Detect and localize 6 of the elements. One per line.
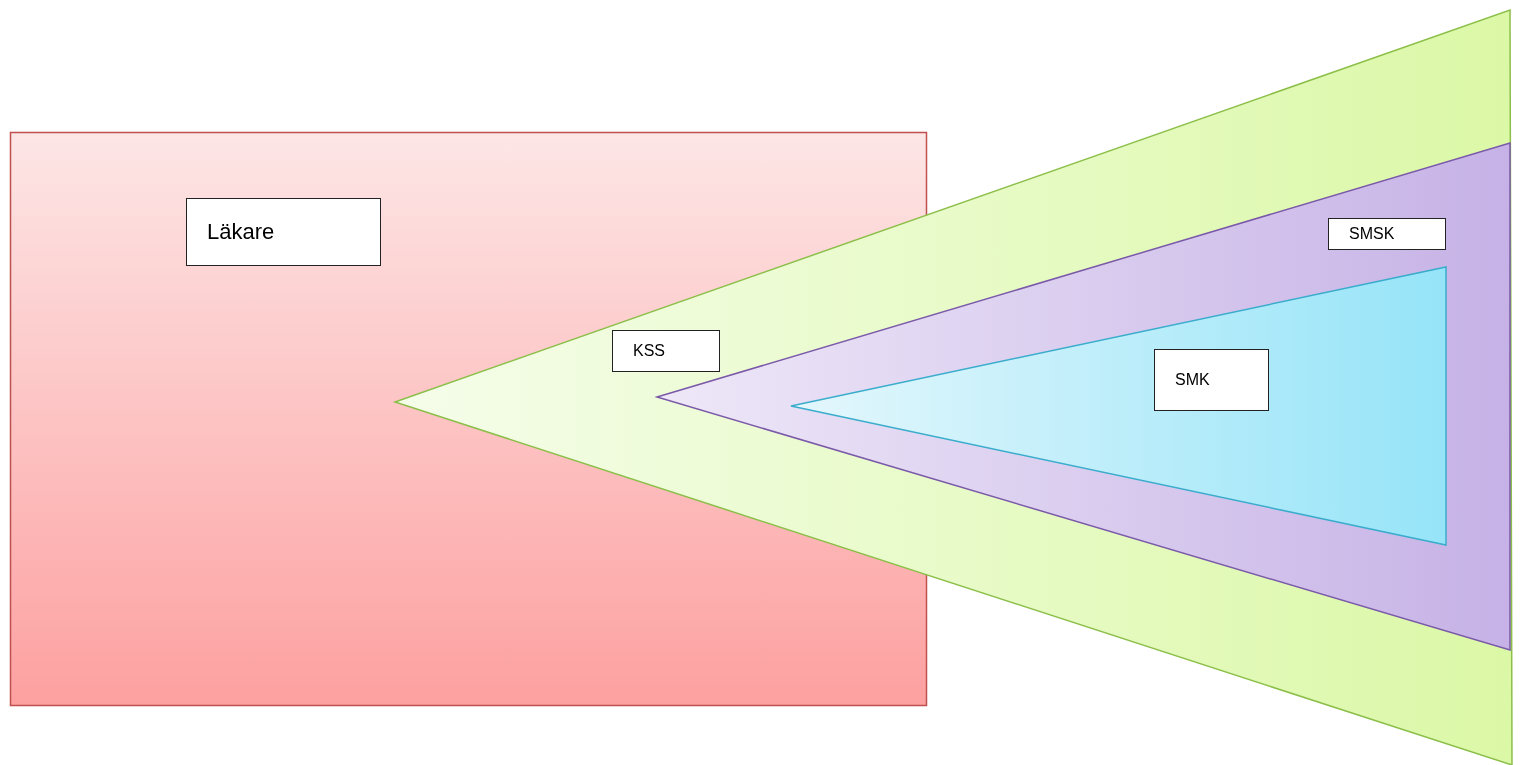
outer-triangle (395, 10, 1512, 765)
text-label: SMSK (1328, 218, 1446, 250)
text-label: KSS (612, 330, 720, 372)
inner-triangle (791, 267, 1448, 545)
text-label: Läkare (186, 198, 381, 266)
text-label: SMK (1154, 349, 1269, 411)
